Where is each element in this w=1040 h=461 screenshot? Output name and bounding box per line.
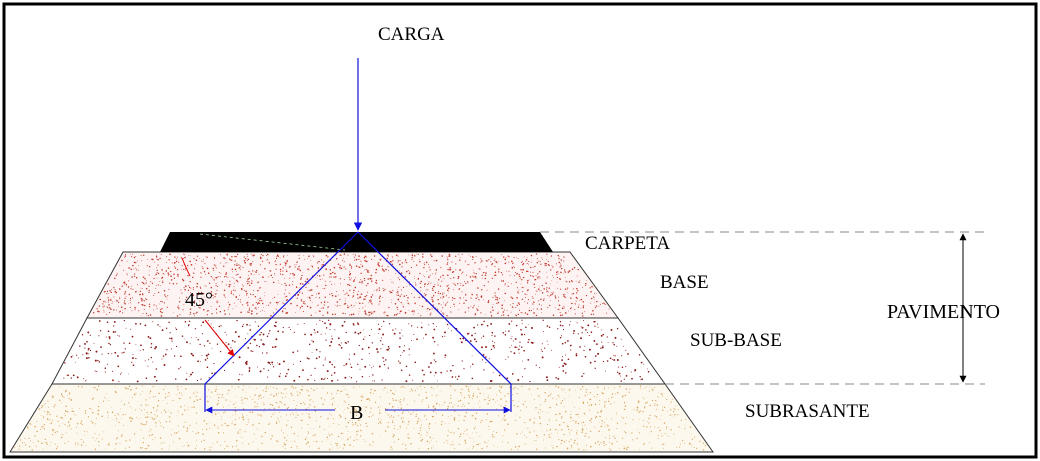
right-distribution-line — [357, 231, 512, 412]
base-texture — [92, 253, 610, 317]
subbase-layer — [51, 317, 666, 385]
subrasante-texture — [14, 385, 707, 451]
pavimento-label: PAVIMENTO — [887, 301, 1000, 323]
carpeta-layer — [160, 232, 553, 252]
width-label: B — [350, 402, 363, 424]
left-distribution-line — [204, 231, 359, 412]
subbase-texture — [63, 319, 650, 383]
base-layer — [86, 251, 619, 319]
subbase-label: SUB-BASE — [690, 330, 782, 351]
angle-arc — [181, 257, 191, 277]
carpeta-label: CARPETA — [585, 233, 670, 254]
angle-arrow — [204, 319, 235, 357]
base-label: BASE — [660, 272, 709, 293]
angle-label: 45° — [185, 289, 213, 311]
subrasante-label: SUBRASANTE — [745, 401, 870, 422]
carpeta-dashed-highlight — [199, 233, 346, 251]
load-label: CARGA — [378, 24, 445, 45]
